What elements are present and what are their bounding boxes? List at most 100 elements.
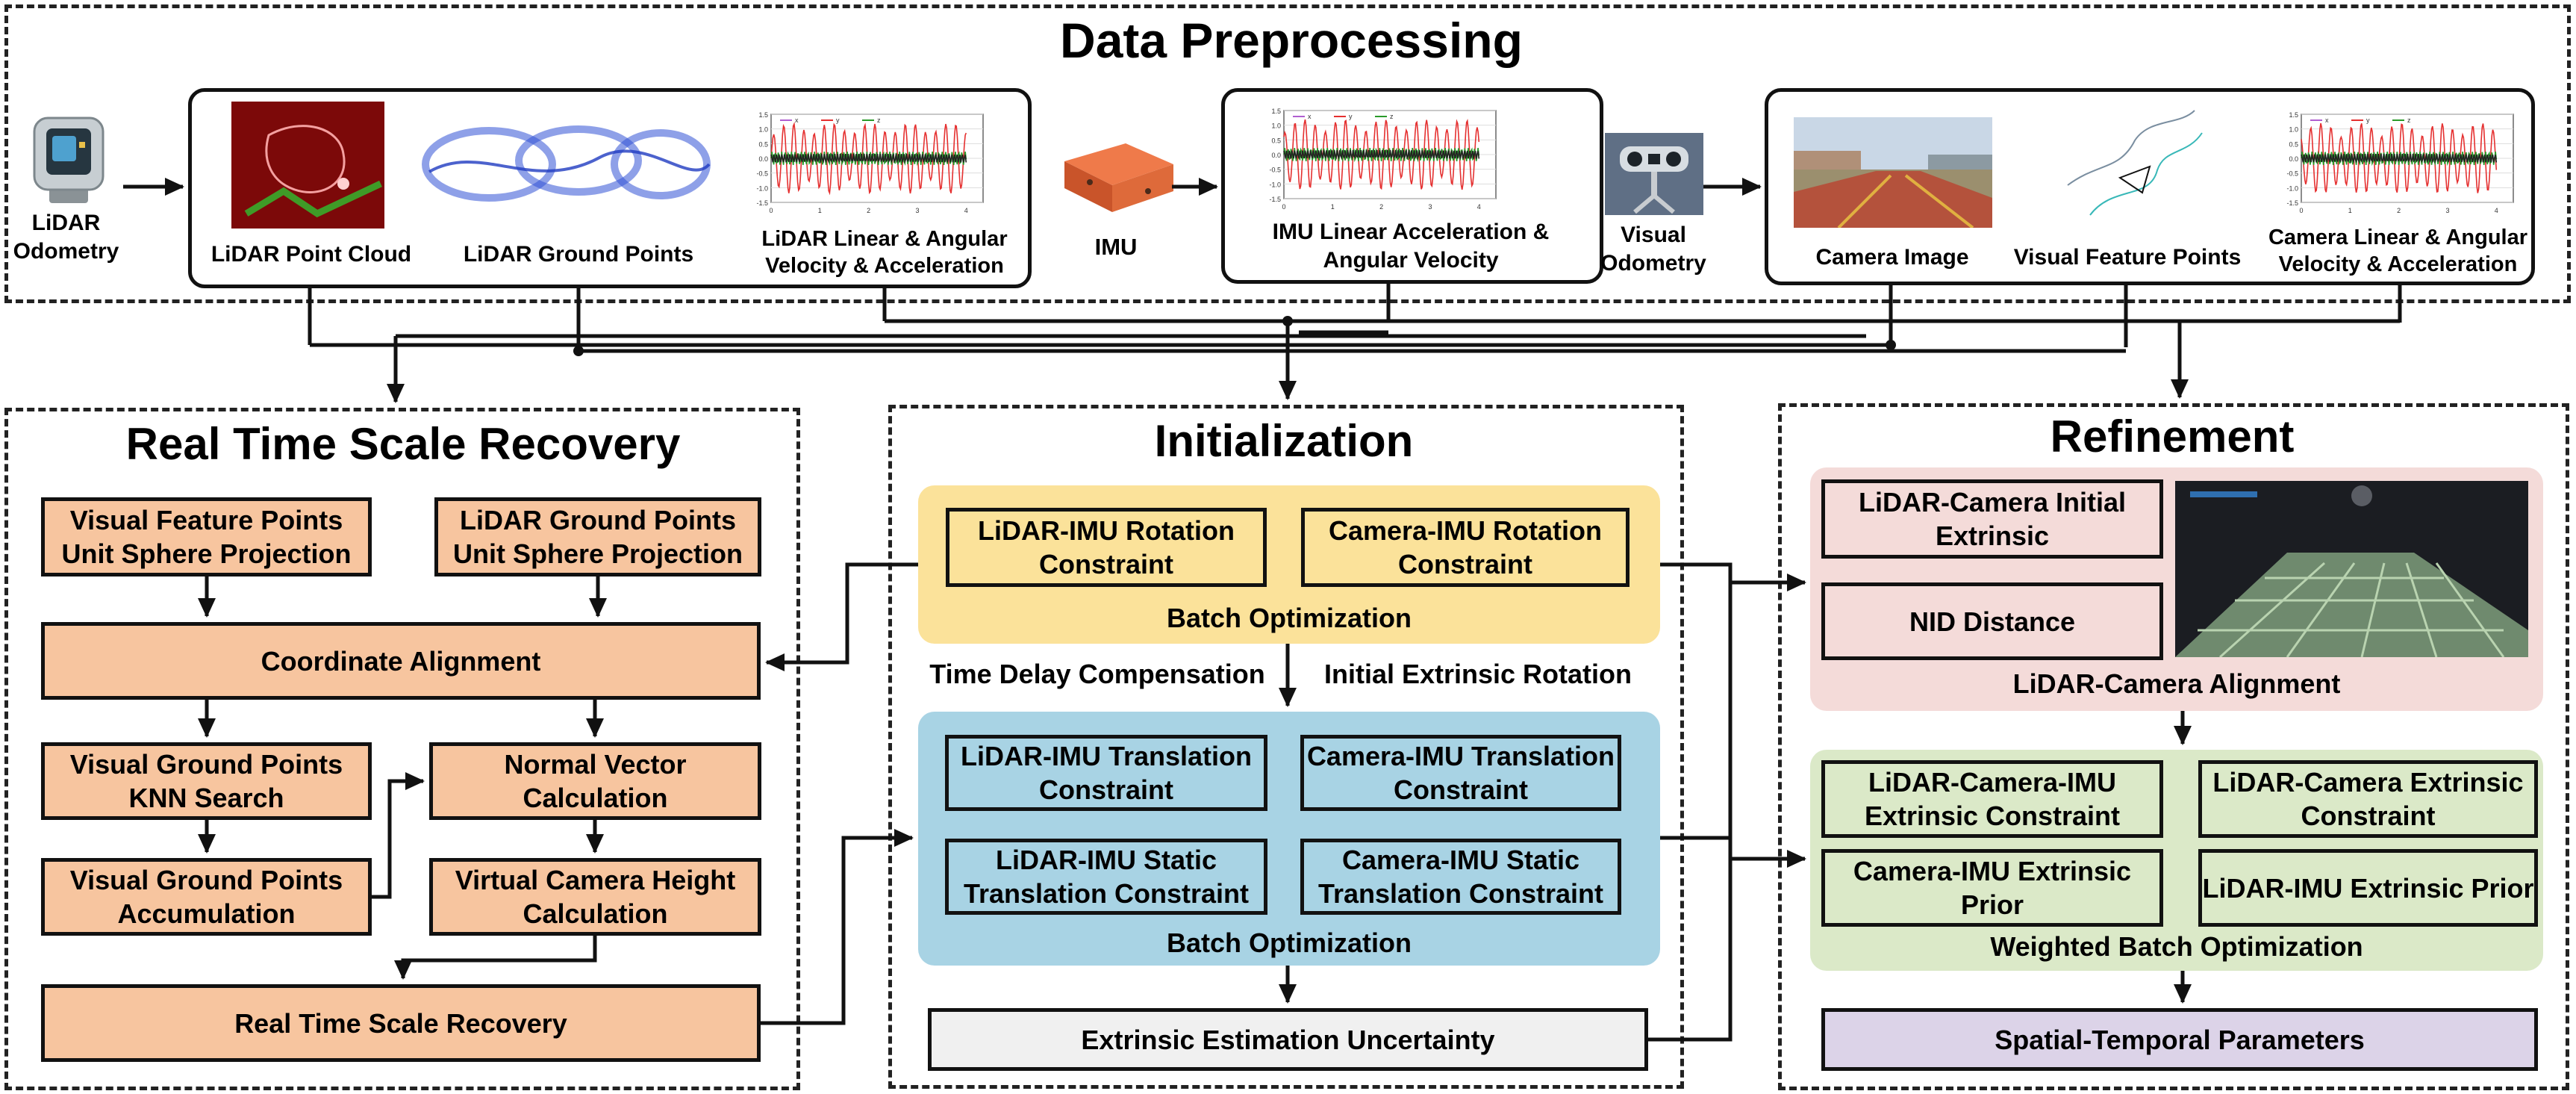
visual-odometry-label: Visual Odometry bbox=[1600, 223, 1706, 276]
lci-constraint-box: LiDAR-Camera-IMU Extrinsic Constraint bbox=[1821, 760, 2163, 838]
li-prior-box: LiDAR-IMU Extrinsic Prior bbox=[2198, 849, 2538, 927]
plot-x-tick: 2 bbox=[1379, 203, 1383, 211]
plot-x-tick: 4 bbox=[1477, 203, 1481, 211]
preprocessing-section bbox=[4, 4, 2571, 303]
nid-distance-box: NID Distance bbox=[1821, 582, 2163, 660]
plot-y-tick: 1.0 bbox=[1271, 122, 1281, 130]
imu-velocity-label: IMU Linear Acceleration & Angular Veloci… bbox=[1272, 220, 1550, 273]
time-delay-label: Time Delay Compensation bbox=[929, 659, 1265, 689]
plot-y-tick: -1.5 bbox=[1269, 196, 1281, 203]
plot-y-tick: 1.0 bbox=[758, 126, 768, 134]
plot-y-tick: 1.5 bbox=[2289, 111, 2298, 119]
plot-y-tick: -0.5 bbox=[1269, 167, 1281, 174]
knn-search-box: Visual Ground Points KNN Search bbox=[41, 742, 372, 820]
batch-optimization-2-label: Batch Optimization bbox=[1166, 927, 1412, 958]
ci-prior-box: Camera-IMU Extrinsic Prior bbox=[1821, 849, 2163, 927]
plot-x-tick: 4 bbox=[2495, 207, 2498, 214]
plot-x-tick: 3 bbox=[2445, 207, 2449, 214]
plot-y-tick: -0.5 bbox=[2286, 170, 2298, 178]
lidar-ground-points-label: LiDAR Ground Points bbox=[463, 242, 694, 267]
plot-series-line bbox=[2301, 153, 2498, 164]
plot-y-tick: -0.5 bbox=[756, 170, 768, 178]
camera-image bbox=[1794, 117, 1992, 228]
plot-y-tick: -1.0 bbox=[756, 184, 768, 192]
visual-sphere-box: Visual Feature Points Unit Sphere Projec… bbox=[41, 497, 372, 576]
weighted-batch-label: Weighted Batch Optimization bbox=[1990, 931, 2363, 962]
plot-y-tick: -1.5 bbox=[756, 199, 768, 207]
plot-series-line bbox=[770, 122, 967, 196]
initialization-title: Initialization bbox=[1154, 416, 1414, 466]
plot-legend-label: y bbox=[1349, 113, 1353, 120]
visual-feature-points-image bbox=[2045, 96, 2217, 230]
plot-series-line bbox=[1283, 119, 1480, 190]
lidar-imu-translation-box: LiDAR-IMU Translation Constraint bbox=[945, 735, 1267, 811]
camera-imu-rotation-box: Camera-IMU Rotation Constraint bbox=[1301, 508, 1630, 587]
plot-y-tick: 0.0 bbox=[1271, 152, 1281, 159]
plot-y-tick: 0.5 bbox=[2289, 140, 2298, 148]
alignment-render-image bbox=[2175, 481, 2528, 657]
plot-y-tick: 1.5 bbox=[758, 111, 768, 119]
plot-legend-label: x bbox=[2325, 116, 2329, 124]
plot-x-tick: 1 bbox=[1331, 203, 1335, 211]
accumulation-box: Visual Ground Points Accumulation bbox=[41, 858, 372, 936]
plot-y-tick: 0.0 bbox=[2289, 155, 2298, 163]
lidar-point-cloud-image bbox=[231, 102, 384, 229]
plot-series-line bbox=[1283, 149, 1480, 161]
plot-x-tick: 3 bbox=[915, 207, 919, 214]
lidar-sphere-box: LiDAR Ground Points Unit Sphere Projecti… bbox=[434, 497, 761, 576]
preprocessing-title: Data Preprocessing bbox=[1060, 13, 1523, 68]
uncertainty-box: Extrinsic Estimation Uncertainty bbox=[928, 1008, 1648, 1071]
lidar-imu-static-box: LiDAR-IMU Static Translation Constraint bbox=[945, 839, 1267, 915]
rotation-panel bbox=[918, 485, 1660, 644]
camera-velocity-label: Camera Linear & Angular Velocity & Accel… bbox=[2268, 226, 2528, 277]
lidar-ground-points-image bbox=[422, 112, 713, 217]
plot-y-tick: -1.0 bbox=[2286, 184, 2298, 192]
plot-x-tick: 0 bbox=[2299, 207, 2303, 214]
refinement-section bbox=[1778, 403, 2569, 1090]
plot-legend-label: z bbox=[1390, 113, 1394, 120]
plot-x-tick: 1 bbox=[2348, 207, 2352, 214]
plot-x-tick: 2 bbox=[867, 207, 870, 214]
weighted-panel bbox=[1810, 750, 2543, 971]
plot-y-tick: 0.5 bbox=[1271, 137, 1281, 144]
lidar-imu-rotation-box: LiDAR-IMU Rotation Constraint bbox=[946, 508, 1267, 587]
camera-imu-static-box: Camera-IMU Static Translation Constraint bbox=[1300, 839, 1621, 915]
coordinate-alignment-box: Coordinate Alignment bbox=[41, 622, 761, 700]
plot-series-line bbox=[770, 153, 967, 164]
real-time-scale-box: Real Time Scale Recovery bbox=[41, 984, 761, 1062]
lidar-odometry-label: LiDAR Odometry bbox=[13, 211, 119, 264]
lidar-point-cloud-label: LiDAR Point Cloud bbox=[210, 242, 412, 267]
plot-x-tick: 0 bbox=[769, 207, 773, 214]
plot-legend-label: x bbox=[795, 116, 799, 124]
plot-y-tick: 0.0 bbox=[758, 155, 768, 163]
lidar-device-icon bbox=[24, 112, 113, 208]
plot-x-tick: 3 bbox=[1428, 203, 1432, 211]
visual-feature-points-label: Visual Feature Points bbox=[2013, 245, 2242, 270]
plot-legend-label: z bbox=[877, 116, 881, 124]
camera-device-icon bbox=[1605, 133, 1703, 215]
plot-legend-label: z bbox=[2407, 116, 2411, 124]
plot-legend-label: y bbox=[836, 116, 840, 124]
initial-rotation-label: Initial Extrinsic Rotation bbox=[1323, 659, 1632, 689]
scale-recovery-title: Real Time Scale Recovery bbox=[125, 419, 681, 469]
spatial-temporal-box: Spatial-Temporal Parameters bbox=[1821, 1008, 2538, 1071]
plot-y-tick: 1.0 bbox=[2289, 126, 2298, 134]
plot-y-tick: 1.5 bbox=[1271, 108, 1281, 115]
initialization-section bbox=[888, 405, 1684, 1089]
lidar-velocity-label: LiDAR Linear & Angular Velocity & Accele… bbox=[761, 227, 1008, 279]
plot-y-tick: -1.0 bbox=[1269, 181, 1281, 188]
virtual-height-box: Virtual Camera Height Calculation bbox=[429, 858, 761, 936]
alignment-label: LiDAR-Camera Alignment bbox=[2012, 668, 2341, 699]
plot-x-tick: 4 bbox=[964, 207, 968, 214]
imu-label: IMU bbox=[1094, 234, 1138, 260]
plot-legend-label: x bbox=[1308, 113, 1312, 120]
camera-image-label: Camera Image bbox=[1815, 245, 1969, 270]
initial-extrinsic-box: LiDAR-Camera Initial Extrinsic bbox=[1821, 479, 2163, 559]
plot-legend-label: y bbox=[2366, 116, 2370, 124]
plot-x-tick: 1 bbox=[818, 207, 822, 214]
plot-y-tick: -1.5 bbox=[2286, 199, 2298, 207]
